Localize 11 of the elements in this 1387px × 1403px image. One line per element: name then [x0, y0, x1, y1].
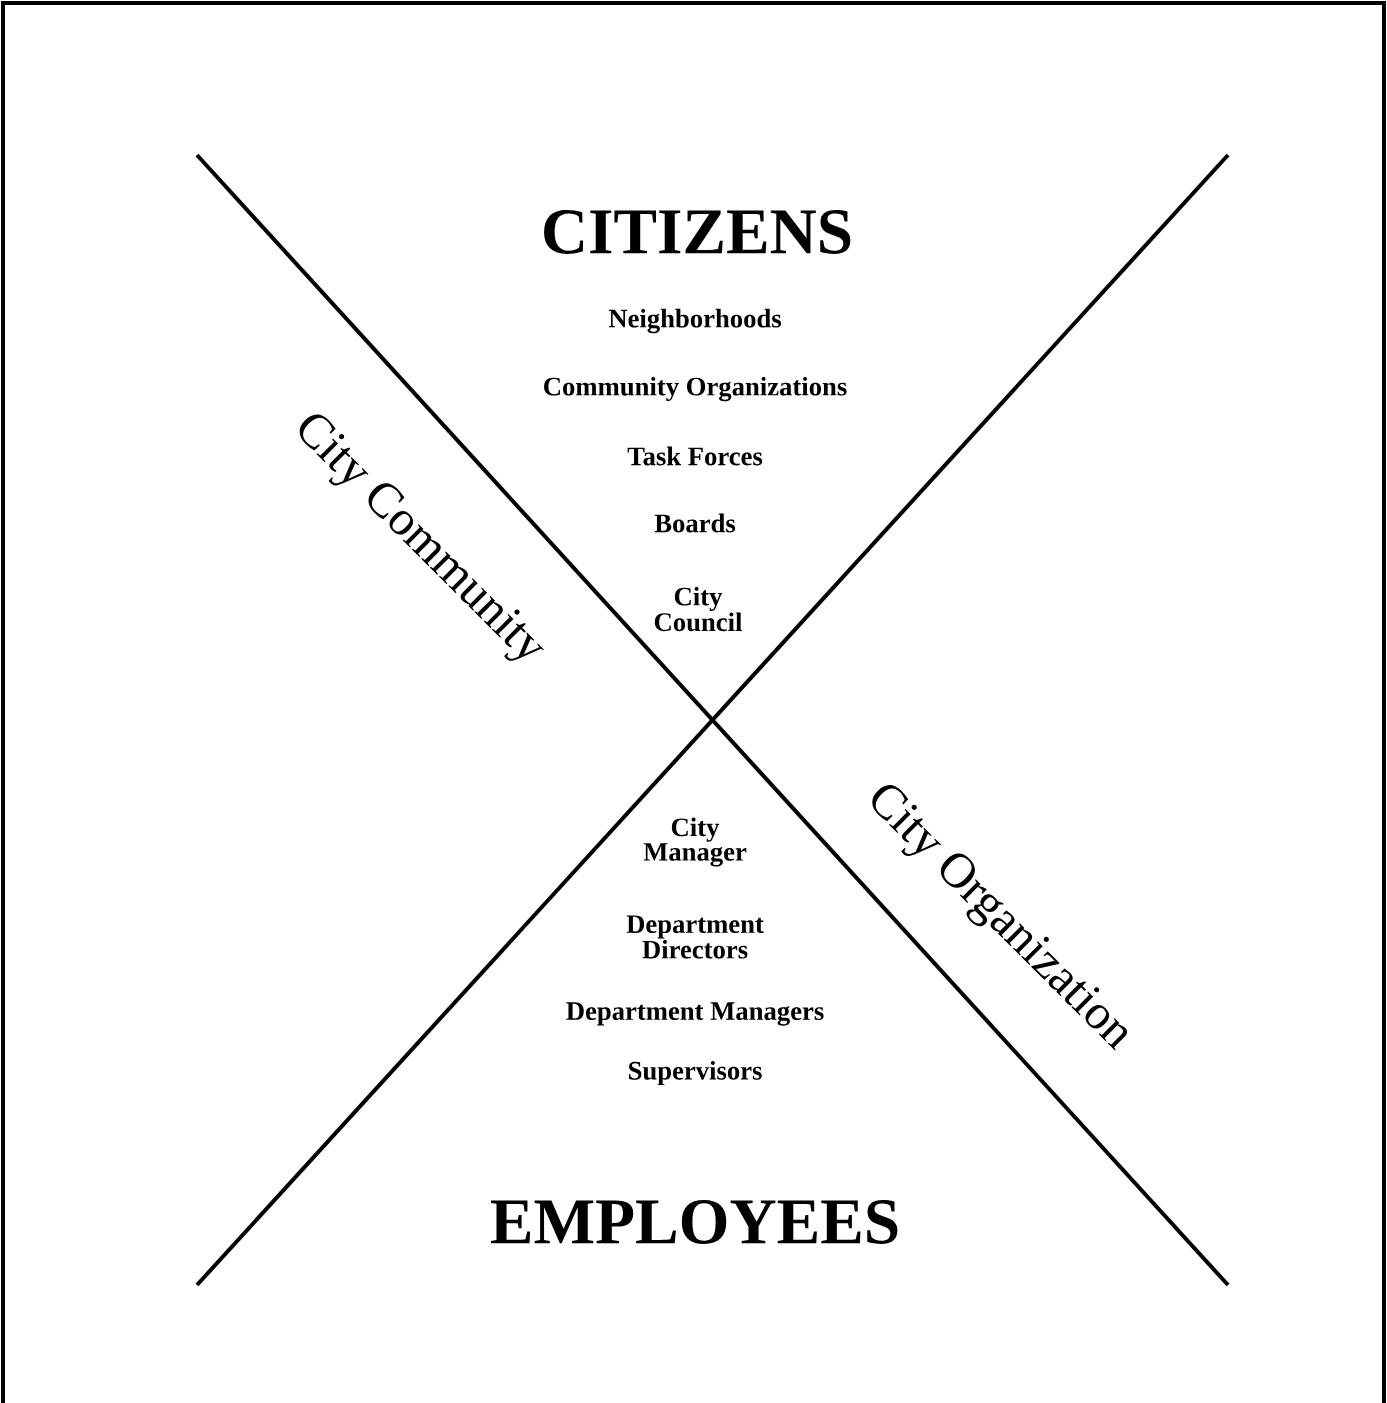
heading: CITIZENS [544, 210, 851, 254]
item-text: Supervisors [629, 1060, 762, 1086]
heading: EMPLOYEES [491, 1200, 898, 1244]
item-text: Community Organizations [544, 376, 847, 402]
item-text: Task Forces [627, 446, 763, 466]
item-text: Boards [654, 513, 736, 533]
item-text: Neighborhoods [608, 308, 782, 334]
item-text: Department Directors [626, 915, 764, 959]
item-text: City Council [654, 586, 742, 632]
item-text: City Manager [643, 817, 747, 867]
item-text: Department Managers [566, 1002, 824, 1026]
